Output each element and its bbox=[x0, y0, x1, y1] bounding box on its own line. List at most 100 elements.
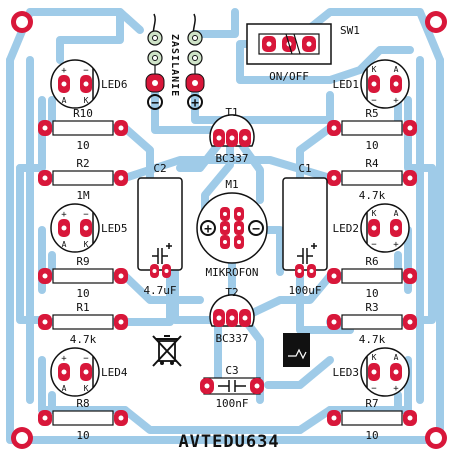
led-3-ref: LED3 bbox=[333, 366, 360, 379]
resistor-r3: R3 4.7k bbox=[327, 301, 417, 346]
led-4-anode: A bbox=[62, 384, 67, 393]
svg-text:−: − bbox=[371, 240, 377, 250]
leds: + − A K LED6 + − A K LED5 + − A K LED4 bbox=[50, 59, 410, 397]
led-2: K A −+ LED2 bbox=[333, 203, 410, 253]
led-5-anode: A bbox=[62, 240, 67, 249]
mounting-holes bbox=[11, 11, 447, 449]
r9-value: 10 bbox=[76, 287, 89, 300]
mic-minus: − bbox=[252, 222, 260, 237]
resistor-r9: R9 10 bbox=[38, 255, 128, 300]
minus-symbol: − bbox=[151, 96, 159, 111]
t1-part: BC337 bbox=[215, 152, 248, 165]
r5-ref: R5 bbox=[365, 107, 378, 120]
led-5-cathode: K bbox=[84, 240, 89, 249]
led-3-cathode: K bbox=[372, 353, 377, 362]
r8-ref: R8 bbox=[76, 397, 89, 410]
led-3-anode: A bbox=[394, 353, 399, 362]
led-5-ref: LED5 bbox=[101, 222, 128, 235]
resistor-r6: R6 10 bbox=[327, 255, 417, 300]
t1-ref: T1 bbox=[225, 106, 238, 119]
t2-part: BC337 bbox=[215, 332, 248, 345]
c2-value: 4.7uF bbox=[143, 284, 176, 297]
minus-icon: − bbox=[147, 94, 163, 111]
capacitor-c2: C2 4.7uF bbox=[137, 162, 183, 297]
r7-value: 10 bbox=[365, 429, 378, 442]
r9-ref: R9 bbox=[76, 255, 89, 268]
mic-caption: MIKROFON bbox=[206, 266, 259, 279]
led-1-cathode: K bbox=[372, 65, 377, 74]
resistor-r2: R2 1M bbox=[38, 157, 128, 202]
switch-sw1: SW1 ON/OFF bbox=[246, 23, 360, 83]
r4-value: 4.7k bbox=[359, 189, 386, 202]
svg-text:+: + bbox=[61, 66, 67, 76]
weee-bin-icon bbox=[152, 335, 182, 367]
led-1-ref: LED1 bbox=[333, 78, 360, 91]
svg-text:−: − bbox=[371, 384, 377, 394]
r3-ref: R3 bbox=[365, 301, 378, 314]
power-label: ZASILANIE bbox=[169, 34, 180, 97]
power-connector: ZASILANIE − + bbox=[145, 13, 205, 111]
mounting-hole-icon bbox=[11, 427, 33, 449]
led-1: K A − + LED1 bbox=[333, 59, 410, 109]
r2-ref: R2 bbox=[76, 157, 89, 170]
r7-ref: R7 bbox=[365, 397, 378, 410]
svg-text:+: + bbox=[393, 384, 399, 394]
c2-ref: C2 bbox=[153, 162, 166, 175]
resistor-r4: R4 4.7k bbox=[327, 157, 417, 202]
c1-ref: C1 bbox=[298, 162, 311, 175]
led-1-anode: A bbox=[394, 65, 399, 74]
plus-icon: + bbox=[187, 94, 203, 111]
r10-ref: R10 bbox=[73, 107, 93, 120]
r2-value: 1M bbox=[76, 189, 90, 202]
svg-text:−: − bbox=[371, 96, 377, 106]
led-6: + − A K LED6 bbox=[50, 59, 128, 109]
svg-text:−: − bbox=[83, 354, 89, 364]
r5-value: 10 bbox=[365, 139, 378, 152]
r6-value: 10 bbox=[365, 287, 378, 300]
r10-value: 10 bbox=[76, 139, 89, 152]
microphone-m1: + − M1 MIKROFON bbox=[196, 178, 268, 279]
svg-text:+: + bbox=[393, 240, 399, 250]
led-4-ref: LED4 bbox=[101, 366, 128, 379]
led-6-anode: A bbox=[62, 96, 67, 105]
led-6-cathode: K bbox=[84, 96, 89, 105]
transistor-t1: T1 BC337 bbox=[209, 106, 255, 165]
resistor-r5: R5 10 bbox=[327, 107, 417, 152]
resistors: R10 10 R2 1M R9 10 R1 4.7k R bbox=[38, 107, 417, 442]
mounting-hole-icon bbox=[425, 11, 447, 33]
r6-ref: R6 bbox=[365, 255, 378, 268]
c3-ref: C3 bbox=[225, 364, 238, 377]
transistor-t2: T2 BC337 bbox=[209, 286, 255, 345]
mounting-hole-icon bbox=[425, 427, 447, 449]
r3-value: 4.7k bbox=[359, 333, 386, 346]
svg-text:−: − bbox=[83, 66, 89, 76]
svg-text:+: + bbox=[61, 354, 67, 364]
r8-value: 10 bbox=[76, 429, 89, 442]
led-3: K A − + LED3 bbox=[333, 347, 410, 397]
resistor-r8: R8 10 bbox=[38, 397, 128, 442]
mic-plus-icon: + bbox=[200, 220, 216, 237]
capacitor-c1: C1 100uF bbox=[282, 162, 328, 297]
capacitor-c3: C3 100nF bbox=[200, 364, 264, 410]
svg-text:+: + bbox=[393, 96, 399, 106]
plus-symbol: + bbox=[191, 96, 199, 111]
c1-value: 100uF bbox=[288, 284, 321, 297]
r4-ref: R4 bbox=[365, 157, 379, 170]
m1-ref: M1 bbox=[225, 178, 238, 191]
r1-value: 4.7k bbox=[70, 333, 97, 346]
led-2-cathode: K bbox=[372, 209, 377, 218]
led-6-ref: LED6 bbox=[101, 78, 128, 91]
svg-text:+: + bbox=[61, 210, 67, 220]
resistor-r1: R1 4.7k bbox=[38, 301, 128, 346]
resistor-r10: R10 10 bbox=[38, 107, 128, 152]
c3-value: 100nF bbox=[215, 397, 248, 410]
mic-plus: + bbox=[204, 222, 212, 237]
maker-logo-icon bbox=[283, 333, 310, 367]
r1-ref: R1 bbox=[76, 301, 89, 314]
led-5: + − A K LED5 bbox=[50, 203, 128, 253]
led-2-anode: A bbox=[394, 209, 399, 218]
resistor-r7: R7 10 bbox=[327, 397, 417, 442]
svg-text:−: − bbox=[83, 210, 89, 220]
transistors: T1 BC337 T2 BC337 bbox=[209, 106, 255, 345]
